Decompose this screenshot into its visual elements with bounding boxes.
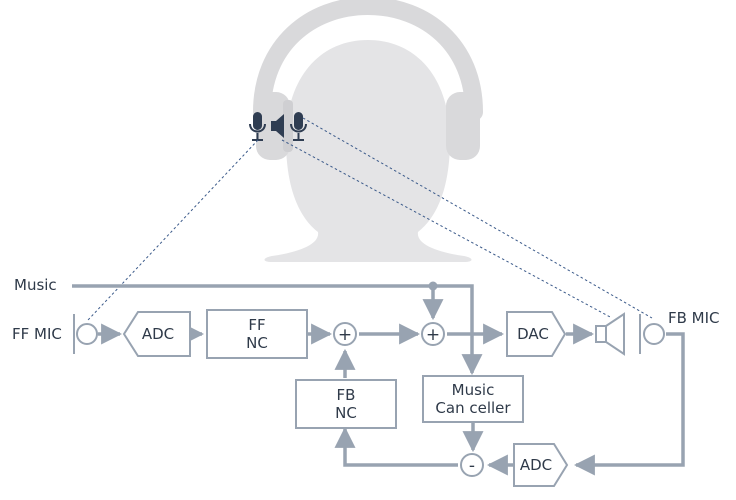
head-illustration [253, 0, 483, 262]
fb-mic-label: FB MIC [668, 309, 720, 327]
fb-nc-label-1: FB [337, 386, 356, 404]
ff-mic-circle [76, 323, 98, 345]
sum-2-circle [421, 322, 445, 346]
music-line [72, 284, 483, 376]
head-silhouette [264, 40, 472, 262]
sum-1-circle [333, 322, 357, 346]
fb-nc-label-2: NC [335, 404, 357, 422]
leader-lines [87, 117, 653, 321]
ff-nc-block [206, 309, 308, 359]
dac-block [506, 311, 567, 357]
leader-speaker [281, 139, 613, 319]
music-canceller-block [422, 375, 524, 423]
ff-mic-label: FF MIC [12, 325, 62, 343]
right-earcup [446, 92, 480, 160]
adc-fb-block [513, 443, 569, 487]
sum-1-symbol: + [338, 325, 352, 345]
left-earcup-inner [283, 100, 293, 152]
music-junction [428, 281, 438, 291]
sum-2-symbol: + [426, 325, 440, 345]
labels: Music FF MIC FB MIC ADC FF NC FB NC Musi… [12, 276, 720, 476]
music-canceller-label-2: Can celler [435, 399, 511, 417]
adc-fb-label: ADC [520, 456, 552, 474]
fb-nc-block [295, 379, 397, 429]
subtract-symbol: - [469, 456, 475, 476]
speaker-icon [595, 312, 625, 356]
dac-label: DAC [517, 325, 549, 343]
headband [253, 0, 483, 121]
leader-fb-mic [302, 117, 653, 319]
music-label: Music [14, 276, 57, 294]
subtract-circle [460, 453, 484, 477]
leader-ff-mic [87, 139, 259, 321]
ff-nc-label-1: FF [248, 316, 265, 334]
blocks [76, 309, 665, 487]
ff-nc-label-2: NC [246, 334, 268, 352]
adc-in-label: ADC [142, 325, 174, 343]
fb-mic-circle [643, 323, 665, 345]
music-canceller-label-1: Music [452, 381, 495, 399]
earcup-speaker-icon [271, 114, 284, 138]
signal-lines [72, 284, 685, 476]
adc-in-block [122, 311, 191, 357]
fb-mic-icon [290, 112, 307, 141]
